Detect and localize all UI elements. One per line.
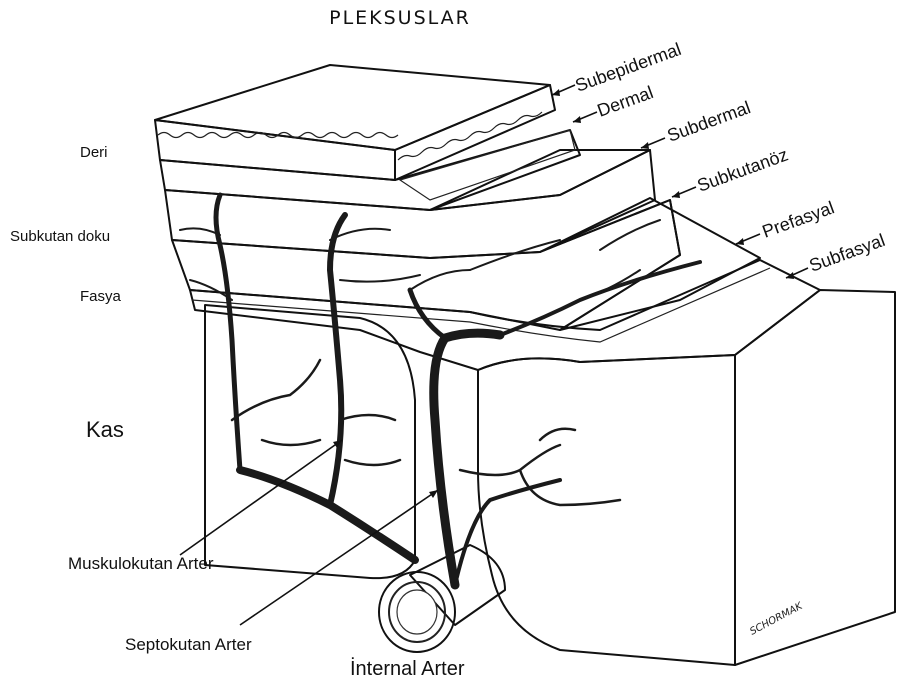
svg-text:Subdermal: Subdermal bbox=[665, 97, 754, 146]
plexus-label-subdermal: Subdermal bbox=[641, 97, 753, 149]
epidermis-wave bbox=[158, 133, 398, 138]
label-kas: Kas bbox=[86, 417, 124, 442]
svg-text:Subepidermal: Subepidermal bbox=[573, 39, 684, 96]
label-deri: Deri bbox=[80, 144, 108, 161]
svg-text:Subfasyal: Subfasyal bbox=[807, 230, 888, 276]
label-internal-arter: İnternal Arter bbox=[350, 657, 465, 680]
artist-signature: SCHORMAK bbox=[748, 600, 805, 637]
subcutaneous-step-top bbox=[540, 198, 760, 330]
subcutaneous-step-face bbox=[172, 200, 680, 330]
svg-text:Prefasyal: Prefasyal bbox=[760, 197, 837, 241]
internal-artery-lumen bbox=[397, 590, 437, 634]
vessel-network bbox=[180, 195, 700, 585]
label-muskulokutan-arter: Muskulokutan Arter bbox=[68, 554, 214, 573]
arrowhead-septokutan bbox=[429, 490, 438, 498]
dermis-step-top bbox=[430, 150, 650, 210]
label-septokutan-arter: Septokutan Arter bbox=[125, 635, 252, 654]
label-fasya: Fasya bbox=[80, 288, 122, 305]
plexus-label-subepidermal: Subepidermal bbox=[552, 39, 684, 96]
plexus-label-subfasyal: Subfasyal bbox=[786, 230, 888, 279]
plexus-label-subkutanoz: Subkutanöz bbox=[672, 144, 791, 198]
muscle-side-face bbox=[735, 290, 895, 665]
diagram-title: PLEKSUSLAR bbox=[329, 7, 471, 29]
svg-text:Subkutanöz: Subkutanöz bbox=[695, 144, 791, 195]
epidermis-front bbox=[155, 120, 395, 180]
plexus-label-prefasyal: Prefasyal bbox=[736, 197, 837, 245]
label-subkutan-doku: Subkutan doku bbox=[10, 228, 110, 245]
svg-text:Dermal: Dermal bbox=[595, 82, 656, 121]
muscle-front-face-right bbox=[478, 355, 735, 665]
